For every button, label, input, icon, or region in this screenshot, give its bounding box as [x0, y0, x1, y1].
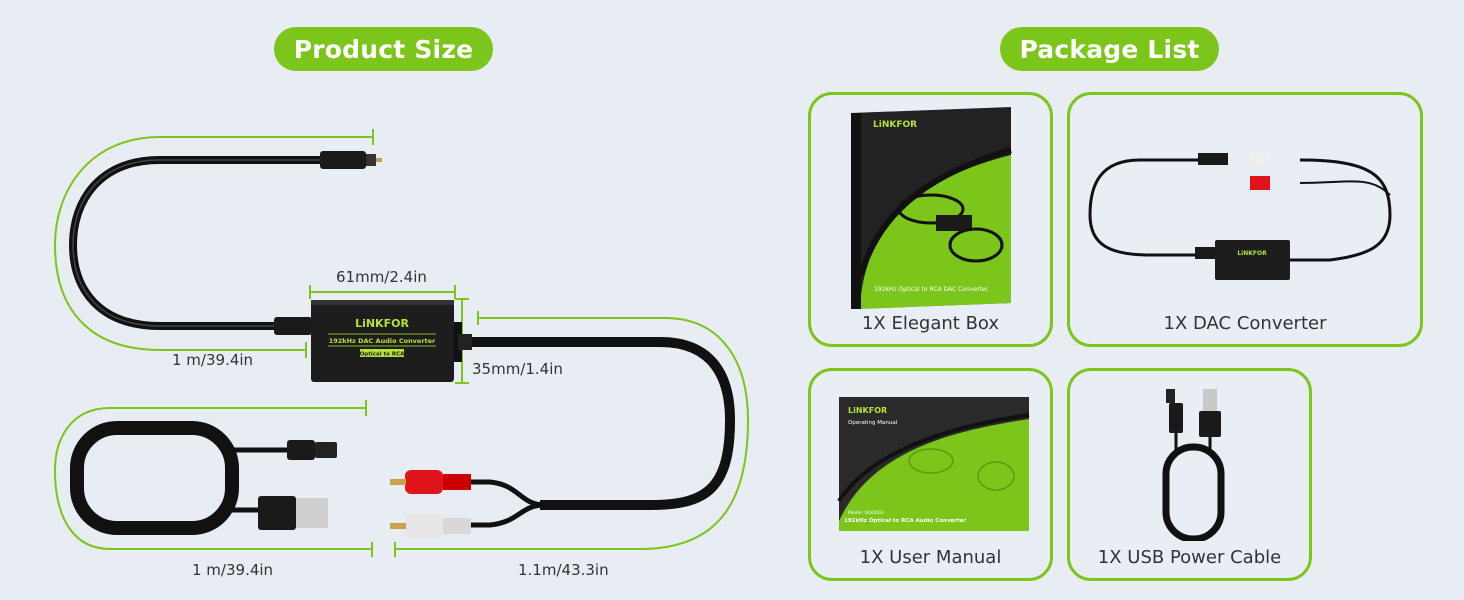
rca-red-plug — [405, 470, 443, 494]
device-model-line: 192kHz DAC Audio Converter — [329, 337, 436, 345]
package-item-dac-converter: LiNKFOR 1X DAC Converter — [1067, 92, 1423, 347]
package-list-heading: Package List — [1000, 27, 1219, 71]
package-item-elegant-box: LiNKFOR 192kHz Optical to RCA DAC Conver… — [808, 92, 1053, 347]
manual-title: Operating Manual — [848, 420, 898, 426]
usb-power-cable-caption: 1X USB Power Cable — [1097, 547, 1282, 568]
product-size-diagram: LiNKFOR 192kHz DAC Audio Converter Optic… — [53, 129, 750, 557]
manual-brand: LiNKFOR — [848, 406, 887, 415]
manual-subtitle: 192kHz Optical to RCA Audio Converter — [844, 518, 966, 524]
package-item-usb-power-cable: 1X USB Power Cable — [1067, 368, 1312, 581]
box-image: LiNKFOR 192kHz Optical to RCA DAC Conver… — [851, 107, 1012, 309]
usb-power-cable — [70, 421, 337, 535]
optical-plug — [320, 151, 366, 169]
optical-length-guide — [53, 136, 373, 351]
optical-cable — [68, 151, 382, 335]
elegant-box-caption: 1X Elegant Box — [861, 313, 1000, 334]
usb-cable-length: 1 m/39.4in — [192, 561, 274, 579]
manual-image: LiNKFOR Operating Manual Model: ULK002s … — [837, 397, 1030, 531]
box-brand: LiNKFOR — [873, 120, 917, 130]
user-manual-caption: 1X User Manual — [859, 547, 1002, 568]
product-size-heading: Product Size — [274, 27, 493, 71]
usb-plug — [258, 496, 296, 530]
rca-length-guide — [395, 317, 750, 550]
rca-white-plug — [405, 514, 443, 538]
rca-cable-length: 1.1m/43.3in — [518, 561, 609, 579]
dac-converter-caption: 1X DAC Converter — [1163, 313, 1327, 334]
dac-converter-device: LiNKFOR 192kHz DAC Audio Converter Optic… — [311, 300, 462, 382]
manual-model: Model: ULK002s — [848, 510, 885, 516]
converter-width: 61mm/2.4in — [336, 268, 427, 286]
usb-power-cable-image — [1162, 389, 1225, 541]
device-brand: LiNKFOR — [355, 317, 409, 330]
package-item-user-manual: LiNKFOR Operating Manual Model: ULK002s … — [808, 368, 1053, 581]
usb-length-guide — [53, 407, 372, 550]
optical-cable-length: 1 m/39.4in — [172, 351, 254, 369]
box-caption-text: 192kHz Optical to RCA DAC Converter — [874, 286, 989, 293]
converter-height: 35mm/1.4in — [472, 360, 563, 378]
device-sub-label: Optical to RCA — [360, 352, 405, 358]
dc-plug — [287, 440, 315, 460]
dac-converter-image: LiNKFOR — [1088, 152, 1392, 280]
svg-text:LiNKFOR: LiNKFOR — [1237, 250, 1267, 257]
rca-cable — [390, 334, 736, 538]
